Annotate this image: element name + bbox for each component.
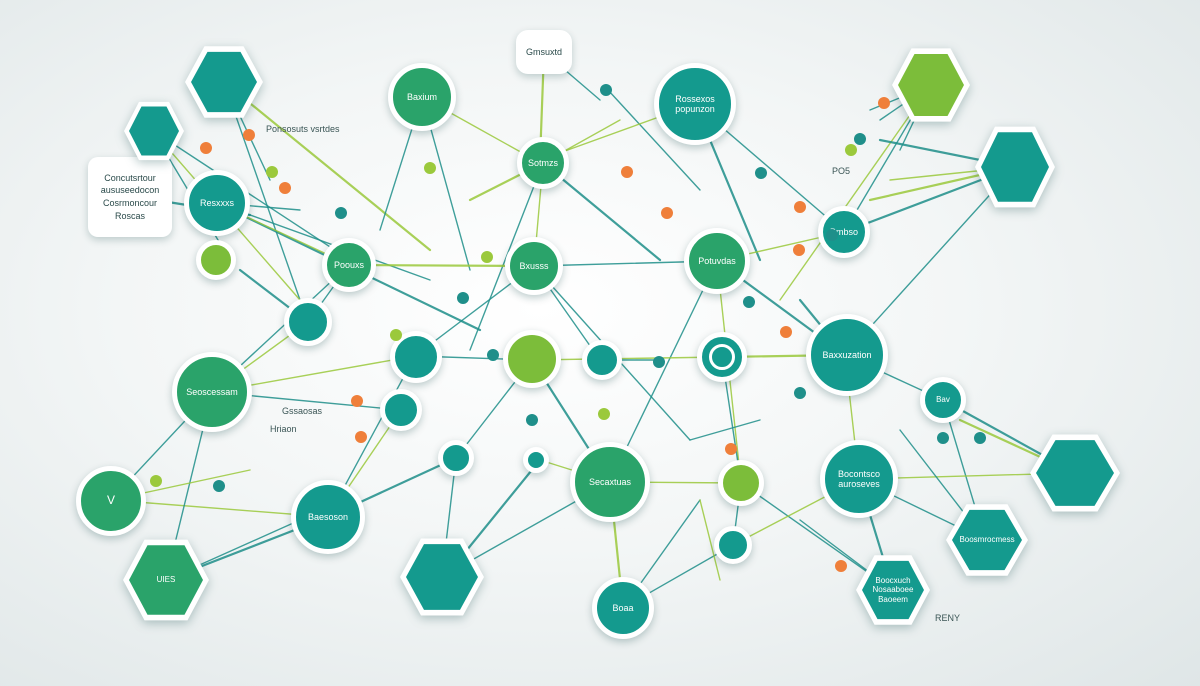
accent-dot <box>424 162 436 174</box>
node-bottom-lime <box>718 460 764 506</box>
accent-dot <box>390 329 402 341</box>
node-far-left: Seoscessam <box>172 352 252 432</box>
edge-line <box>607 89 701 191</box>
bubble-line-4: Roscas <box>114 210 145 221</box>
accent-dot <box>854 133 866 145</box>
accent-dot <box>826 229 838 241</box>
edge-line <box>699 499 721 581</box>
node-center-lime <box>503 330 561 388</box>
node-bottom-center: Secaxtuas <box>570 442 650 522</box>
top-callout-text: Gmsuxtd <box>525 46 562 57</box>
node-mid-top: Sotmzs <box>517 137 569 189</box>
edge-line <box>609 260 718 483</box>
hex-node-far-right-top <box>892 46 970 124</box>
accent-dot <box>335 207 347 219</box>
node-left-lime <box>196 240 236 280</box>
node-bottom-left: Baesoson <box>291 480 365 554</box>
hex-node-top-left <box>185 44 263 120</box>
accent-dot <box>794 387 806 399</box>
accent-dot <box>661 207 673 219</box>
bubble-line-3: Cosrmoncour <box>102 198 158 208</box>
accent-dot <box>780 326 792 338</box>
node-bottom-right: Bocontsco auroseves <box>820 440 898 518</box>
edge-line <box>689 419 761 441</box>
hex-bottom-right-label: Boosmrocmess <box>959 535 1015 545</box>
hex-node-bottom-left: UIES <box>123 537 209 623</box>
top-label: Ponsosuts vsrtdes <box>266 124 340 134</box>
node-left-small-2 <box>284 298 332 346</box>
top-callout: Gmsuxtd <box>516 30 572 74</box>
node-middle-small <box>582 340 622 380</box>
edge-line <box>347 263 536 268</box>
hex-bottom-left-label: UIES <box>156 575 176 585</box>
hex-node-bottom <box>400 536 484 618</box>
node-ring <box>697 332 747 382</box>
ring-icon <box>709 344 735 370</box>
accent-dot <box>457 292 469 304</box>
accent-dot <box>793 244 805 256</box>
node-small-4 <box>438 440 474 476</box>
hex-bottom-right-2-label: Boocxuch Nosaaboee Baoeem <box>872 575 914 604</box>
node-center-right: Potuvdas <box>684 228 750 294</box>
bubble-line-2: aususeedocon <box>100 185 160 196</box>
node-left-mid: Resxxxs <box>184 170 250 236</box>
accent-dot <box>355 431 367 443</box>
accent-dot <box>743 296 755 308</box>
node-right-big: Baxxuzation <box>806 314 888 396</box>
node-small-5 <box>523 447 549 473</box>
node-left-low: V <box>76 466 146 536</box>
hex-node-left-small <box>124 100 184 162</box>
accent-dot <box>351 395 363 407</box>
hex-node-far-right <box>975 124 1055 210</box>
edge-line <box>223 81 301 301</box>
accent-dot <box>974 432 986 444</box>
bubble-line-1: Concutsrtour <box>104 172 156 183</box>
accent-dot <box>845 144 857 156</box>
node-top-teal: Rossexos popunzon <box>654 63 736 145</box>
node-bottom-small <box>714 526 752 564</box>
accent-dot <box>937 432 949 444</box>
accent-dot <box>878 97 890 109</box>
accent-dot <box>526 414 538 426</box>
node-center: Bxusss <box>505 237 563 295</box>
accent-dot <box>266 166 278 178</box>
node-center-small-3 <box>380 389 422 431</box>
accent-dot <box>481 251 493 263</box>
accent-dot <box>621 166 633 178</box>
left-label: Gssaosas <box>282 406 323 416</box>
hex-node-right-edge <box>1030 432 1120 514</box>
hex-node-bottom-right: Boosmrocmess <box>946 502 1028 578</box>
accent-dot <box>200 142 212 154</box>
edge-line <box>216 202 431 281</box>
edge-line <box>151 129 351 261</box>
node-top-green: Baxium <box>388 63 456 131</box>
right-label: PO5 <box>832 166 851 176</box>
node-right-mid-small: Bav <box>920 377 966 423</box>
node-bottom-mid: Boaa <box>592 577 654 639</box>
edge-line <box>531 356 723 361</box>
accent-dot <box>835 560 847 572</box>
accent-dot <box>755 167 767 179</box>
accent-dot <box>487 349 499 361</box>
edge-line <box>779 84 932 301</box>
left-label-2: Hriaon <box>270 424 297 434</box>
accent-dot <box>598 408 610 420</box>
hex-node-bottom-right-2: Boocxuch Nosaaboee Baoeem <box>856 553 930 627</box>
bottom-right-label: RENY <box>935 613 961 623</box>
left-callout-bubble: Concutsrtour aususeedocon Cosrmoncour Ro… <box>88 157 172 237</box>
edge-line <box>222 80 432 252</box>
accent-dot <box>213 480 225 492</box>
accent-dot <box>279 182 291 194</box>
accent-dot <box>653 356 665 368</box>
accent-dot <box>725 443 737 455</box>
accent-dot <box>243 129 255 141</box>
accent-dot <box>600 84 612 96</box>
accent-dot <box>794 201 806 213</box>
accent-dot <box>150 475 162 487</box>
node-center-left: Poouxs <box>322 238 376 292</box>
